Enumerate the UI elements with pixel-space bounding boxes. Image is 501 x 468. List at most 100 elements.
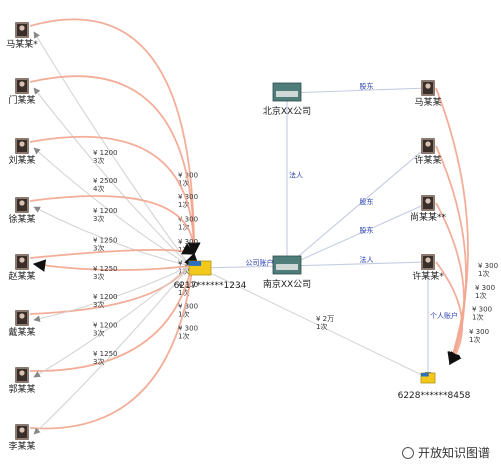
edge-label: ¥ 300 — [478, 262, 498, 270]
person-name: 许某某 — [414, 154, 441, 166]
edge-label: ¥ 1250 — [93, 265, 118, 273]
edge-label: 股东 — [360, 226, 374, 235]
edge-acc1-nj — [199, 262, 288, 270]
edge-label: ¥ 300 — [469, 328, 489, 336]
person-node[interactable]: 许某某 — [414, 138, 442, 166]
edge-xu1-acc1 — [29, 195, 201, 256]
edge-guo-acc1 — [29, 252, 199, 372]
edge-label: ¥ 300 — [475, 284, 495, 292]
edge-acc1-zhao — [32, 259, 191, 272]
edge-acc2-acc1 — [199, 267, 429, 379]
edge-label: ¥ 300 — [178, 281, 198, 289]
edge-men-acc1 — [29, 75, 201, 256]
edge-acc1-xu1 — [33, 206, 191, 267]
person-node[interactable]: 门某某 — [8, 78, 36, 106]
person-node[interactable]: 戴某某 — [8, 310, 36, 338]
edge-label: 法人 — [360, 255, 374, 264]
edge-ma2-bj — [286, 87, 429, 97]
person-name: 李某某 — [8, 440, 35, 452]
edge-label: 1次 — [475, 291, 486, 300]
person-node[interactable]: 刘某某 — [8, 138, 36, 166]
edge-label: 1次 — [469, 335, 480, 344]
edge-label: ¥ 2万 — [316, 315, 334, 323]
edge-label: ¥ 300 — [472, 306, 492, 314]
person-face — [19, 25, 25, 31]
watermark: 开放知识图谱 — [398, 443, 493, 462]
edge-label: 4次 — [93, 184, 104, 193]
edge-label: ¥ 1200 — [93, 149, 118, 157]
edge-label: 1次 — [472, 313, 483, 322]
account-node[interactable]: 6228******8458 — [398, 372, 471, 401]
person-node[interactable]: 赵某某 — [8, 254, 36, 282]
person-node[interactable]: 李某某 — [8, 424, 36, 452]
edge-xu2-nj — [286, 145, 429, 267]
company-node[interactable]: 南京XX公司 — [263, 255, 311, 290]
person-face — [425, 198, 431, 204]
person-face — [425, 83, 431, 89]
edge-label: ¥ 2500 — [93, 177, 118, 185]
edge-zhao-acc1 — [29, 243, 196, 259]
edge-label: ¥ 300 — [178, 303, 198, 311]
person-name: 马某某* — [6, 39, 38, 50]
edge-label: 法人 — [289, 171, 303, 180]
person-face — [19, 200, 25, 206]
person-face — [19, 257, 25, 263]
person-face — [19, 370, 25, 376]
edge-label: 1次 — [178, 331, 189, 340]
edge-label: 个人账户 — [430, 311, 458, 320]
edge-acc1-liu — [33, 147, 191, 267]
person-node[interactable]: 马某某* — [6, 22, 38, 50]
person-face — [19, 141, 25, 147]
edge-shang-acc2 — [435, 202, 465, 366]
edge-label: 3次 — [93, 156, 104, 165]
account-number: 6228******8458 — [398, 391, 471, 401]
bank-card-stripe — [189, 261, 202, 266]
edge-qi-acc1 — [29, 252, 197, 315]
edge-xu3-acc2 — [435, 261, 463, 366]
person-node[interactable]: 马某某 — [414, 80, 442, 108]
person-node[interactable]: 许某某* — [412, 254, 444, 282]
person-name: 许某某* — [412, 270, 444, 282]
person-face — [19, 427, 25, 433]
person-name: 徐某某 — [8, 213, 35, 225]
edge-liu-acc1 — [29, 135, 201, 256]
edge-label: 3次 — [93, 357, 104, 366]
company-name: 南京XX公司 — [263, 278, 311, 290]
person-face — [19, 313, 25, 319]
company-node[interactable]: 北京XX公司 — [263, 82, 311, 117]
edge-label: ¥ 1250 — [93, 350, 118, 358]
edge-acc1-li — [33, 265, 191, 435]
person-node[interactable]: 徐某某 — [8, 197, 36, 225]
edge-label: 公司账户 — [246, 258, 274, 267]
edge-label: ¥ 1250 — [93, 237, 118, 245]
person-name: 戴某某 — [8, 326, 35, 338]
account-number: 6217******1234 — [174, 281, 247, 291]
wechat-icon — [401, 446, 414, 459]
edge-label: 1次 — [478, 269, 489, 278]
account-node[interactable]: 6217******1234 — [174, 260, 247, 291]
person-node[interactable]: 郭某某 — [8, 367, 36, 395]
edge-label: 3次 — [93, 214, 104, 223]
person-name: 门某某 — [8, 94, 35, 106]
person-name: 马某某 — [414, 97, 441, 108]
edge-label: 1次 — [178, 223, 189, 232]
edge-label: ¥ 1200 — [93, 207, 118, 215]
edge-acc1-ma1 — [33, 31, 191, 267]
edge-label: 1次 — [178, 200, 189, 209]
edge-label: ¥ 300 — [178, 238, 198, 246]
bank-card-stripe — [421, 373, 429, 377]
edge-label: ¥ 1200 — [93, 322, 118, 330]
person-face — [19, 81, 25, 87]
person-node[interactable]: 尚某某** — [410, 195, 447, 223]
edge-label: ¥ 300 — [178, 193, 198, 201]
edge-label: ¥ 300 — [178, 172, 198, 180]
edge-label: 3次 — [93, 300, 104, 309]
edge-xu2-acc2 — [435, 145, 467, 366]
edge-acc1-men — [33, 87, 191, 267]
edge-label: 1次 — [178, 179, 189, 188]
person-name: 赵某某 — [8, 270, 35, 282]
building-facade — [276, 91, 298, 97]
edge-label: ¥ 1200 — [93, 293, 118, 301]
